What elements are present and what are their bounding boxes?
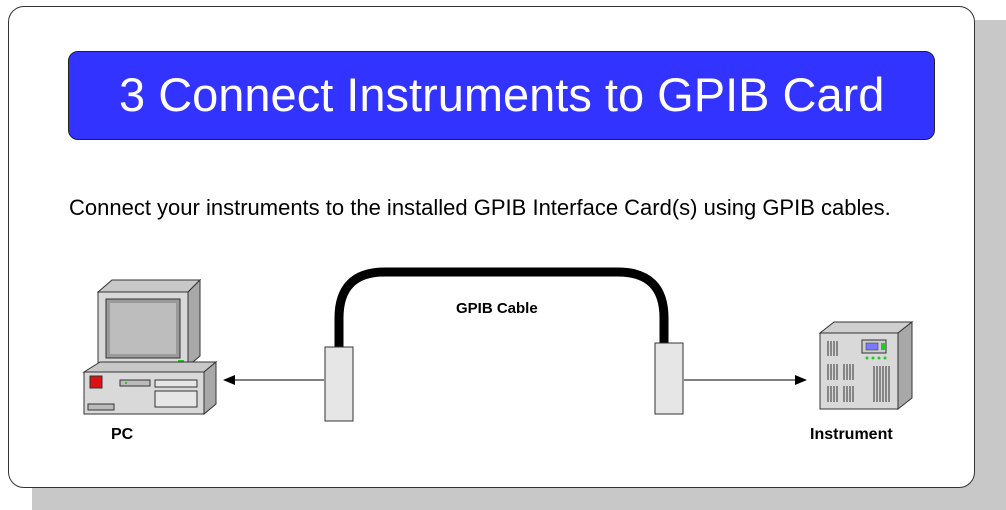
gpib-cable-label: GPIB Cable	[456, 300, 538, 317]
instruction-text: Connect your instruments to the installe…	[69, 195, 891, 220]
computer-icon	[82, 278, 218, 416]
instrument-icon	[818, 320, 914, 411]
left-connector-icon	[324, 346, 354, 422]
instrument-label: Instrument	[810, 426, 893, 443]
pc-label: PC	[111, 426, 134, 443]
title-banner: 3 Connect Instruments to GPIB Card	[68, 51, 935, 140]
gpib-cable	[334, 267, 669, 348]
slide-title: 3 Connect Instruments to GPIB Card	[119, 68, 885, 121]
right-connector-icon	[654, 342, 684, 415]
